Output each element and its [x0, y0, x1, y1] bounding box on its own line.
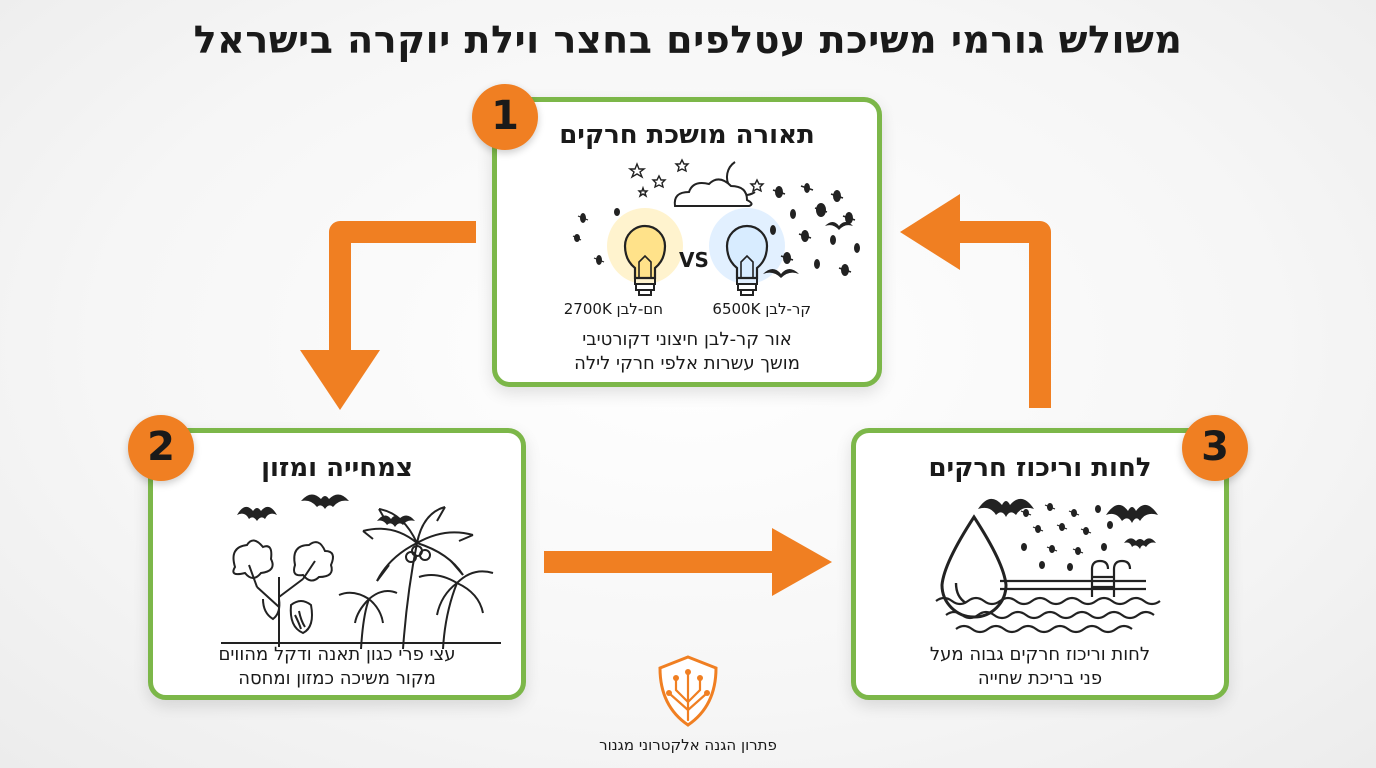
pool-ladder-icon	[935, 559, 1161, 634]
palm-tree-icon	[335, 506, 501, 650]
card-lighting-desc-line: אור קר-לבן חיצוני דקורטיבי	[582, 329, 792, 350]
night-sky-icon	[627, 158, 765, 207]
footer-brand-text: פתרון הגנה אלקטרוני מגנור	[599, 736, 777, 754]
card-vegetation-desc-line: עצי פרי כגון תאנה ודקל מהווים	[218, 644, 456, 665]
step-badge-2: 2	[128, 415, 194, 481]
warm-bulb-icon	[607, 208, 683, 296]
card-humidity-description: לחות וריכוז חרקים גבוה מעל פני בריכת שחי…	[856, 643, 1224, 691]
cool-bulb-icon	[709, 208, 785, 296]
step-badge-1: 1	[472, 84, 538, 150]
bat-icon	[978, 498, 1158, 549]
insect-swarm-icon	[763, 183, 860, 278]
page-title: משולש גורמי משיכת עטלפים בחצר וילת יוקרה…	[193, 18, 1183, 62]
shield-circuit-icon	[658, 655, 718, 727]
cloud-icon	[673, 178, 753, 207]
cool-bulb-label: קר-לבן 6500K	[712, 300, 811, 318]
card-humidity: לחות וריכוז חרקים	[851, 428, 1229, 700]
card-humidity-title: לחות וריכוז חרקים	[928, 453, 1152, 483]
card-vegetation-desc-line: מקור משיכה כמזון ומחסה	[238, 668, 436, 689]
card-vegetation-title: צמחייה ומזון	[261, 453, 413, 483]
card-lighting-title: תאורה מושכת חרקים	[559, 120, 815, 150]
card-vegetation: צמחייה ומזון	[148, 428, 526, 700]
warm-bulb-label: חם-לבן 2700K	[563, 300, 663, 318]
card-lighting: תאורה מושכת חרקים VS	[492, 97, 882, 387]
bat-icon	[237, 494, 415, 527]
fig-tree-icon	[221, 539, 367, 647]
card-lighting-description: אור קר-לבן חיצוני דקורטיבי מושך עשרות אל…	[497, 328, 877, 376]
step-badge-3: 3	[1182, 415, 1248, 481]
moon-icon	[726, 161, 756, 197]
vs-label: VS	[679, 248, 709, 272]
card-vegetation-description: עצי פרי כגון תאנה ודקל מהווים מקור משיכה…	[153, 643, 521, 691]
card-humidity-desc-line: פני בריכת שחייה	[977, 668, 1103, 689]
card-humidity-desc-line: לחות וריכוז חרקים גבוה מעל	[929, 644, 1151, 665]
insect-icon	[572, 208, 620, 265]
insect-swarm-icon	[1020, 503, 1113, 571]
star-icon	[627, 158, 765, 198]
card-lighting-desc-line: מושך עשרות אלפי חרקי לילה	[574, 353, 800, 374]
